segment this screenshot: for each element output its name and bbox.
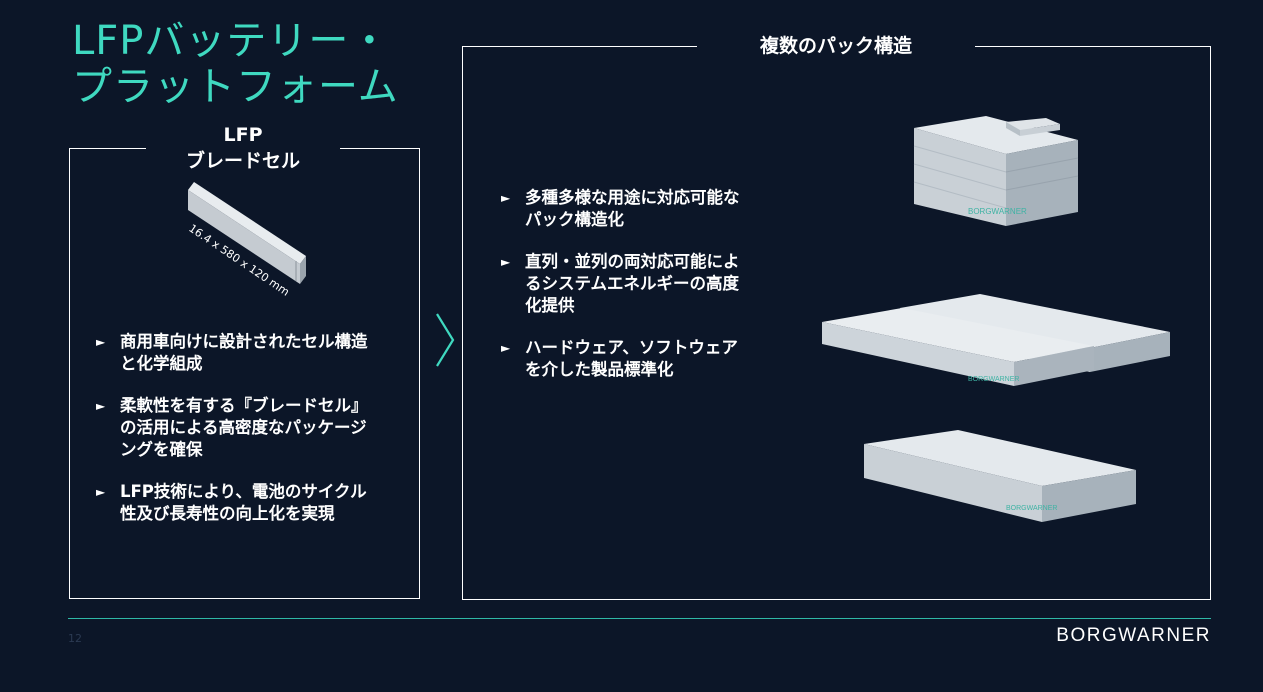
bullet-text: 多種多様な用途に対応可能な xyxy=(525,188,740,207)
list-item: ► 多種多様な用途に対応可能な パック構造化 xyxy=(501,187,791,231)
list-item: ► ハードウェア、ソフトウェア を介した製品標準化 xyxy=(501,337,791,381)
chevron-right-icon xyxy=(436,313,455,367)
blade-cell-bullet-list: ► 商用車向けに設計されたセル構造 と化学組成 ► 柔軟性を有する『ブレードセル… xyxy=(96,331,416,545)
bullet-text: 柔軟性を有する『ブレードセル』 xyxy=(120,396,368,415)
bullet-text: 直列・並列の両対応可能によ xyxy=(525,252,740,271)
blade-cell-panel-label: LFP ブレードセル xyxy=(146,122,340,174)
blade-cell-label-line-2: ブレードセル xyxy=(185,150,300,172)
bullet-text: るシステムエネルギーの高度 xyxy=(525,274,740,293)
pack-structure-panel-label: 複数のパック構造 xyxy=(697,33,975,59)
bullet-text: LFP技術により、電池のサイクル xyxy=(120,482,367,501)
list-item: ► 直列・並列の両対応可能によ るシステムエネルギーの高度 化提供 xyxy=(501,251,791,317)
battery-packs-image: BORGWARNER BORGWARNER BORGWARNER xyxy=(822,116,1170,522)
bullet-text: を介した製品標準化 xyxy=(525,360,674,379)
stacked-battery-pack: BORGWARNER xyxy=(913,116,1079,226)
list-item: ► 柔軟性を有する『ブレードセル』 の活用による高密度なパッケージ ングを確保 xyxy=(96,395,416,461)
bullet-triangle-icon: ► xyxy=(96,485,106,499)
footer-divider xyxy=(68,618,1211,619)
pack-brand-text: BORGWARNER xyxy=(1006,505,1057,512)
page-number: 12 xyxy=(68,632,82,645)
bullet-text: 性及び長寿性の向上化を実現 xyxy=(120,504,335,523)
bullet-triangle-icon: ► xyxy=(501,255,511,269)
blade-cell-label-line-1: LFP xyxy=(223,124,263,146)
title-line-2: プラットフォーム xyxy=(72,64,399,110)
bullet-text: の活用による高密度なパッケージ xyxy=(120,418,367,437)
list-item: ► 商用車向けに設計されたセル構造 と化学組成 xyxy=(96,331,416,375)
brand-logo: BORGWARNER xyxy=(1056,625,1211,646)
pack-structure-bullet-list: ► 多種多様な用途に対応可能な パック構造化 ► 直列・並列の両対応可能によ る… xyxy=(501,187,791,401)
title-line-1: LFPバッテリー・ xyxy=(72,18,391,64)
bullet-triangle-icon: ► xyxy=(501,191,511,205)
list-item: ► LFP技術により、電池のサイクル 性及び長寿性の向上化を実現 xyxy=(96,481,416,525)
bullet-triangle-icon: ► xyxy=(96,399,106,413)
bullet-triangle-icon: ► xyxy=(501,341,511,355)
bullet-text: パック構造化 xyxy=(525,210,624,229)
single-battery-pack: BORGWARNER xyxy=(864,430,1136,522)
bullet-text: ハードウェア、ソフトウェア xyxy=(525,338,738,357)
page-title: LFPバッテリー・ プラットフォーム xyxy=(72,18,399,110)
blade-cell-image: 16.4 x 580 x 120 mm xyxy=(186,182,306,299)
bullet-triangle-icon: ► xyxy=(96,335,106,349)
pack-brand-text: BORGWARNER xyxy=(968,376,1019,383)
bullet-text: ングを確保 xyxy=(120,440,203,459)
bullet-text: 商用車向けに設計されたセル構造 xyxy=(120,332,368,351)
pack-brand-text: BORGWARNER xyxy=(968,207,1027,216)
bullet-text: 化提供 xyxy=(525,296,575,315)
double-battery-pack: BORGWARNER xyxy=(822,294,1170,386)
bullet-text: と化学組成 xyxy=(120,354,203,373)
